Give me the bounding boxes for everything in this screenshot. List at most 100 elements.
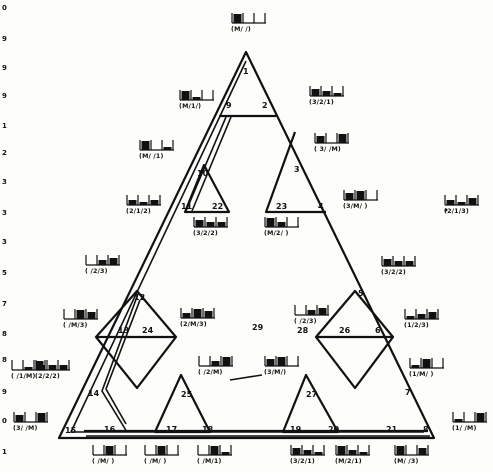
left-tick-label: 8 xyxy=(2,356,7,364)
composition-label: ( /M/ ) xyxy=(144,458,166,465)
glyph-bar xyxy=(217,222,226,227)
composition-label: ( /M/1) xyxy=(197,458,222,465)
composition-label: (M/2/1) xyxy=(335,458,362,465)
composition-label: (3/2/1) xyxy=(290,458,315,465)
composition-label: (3/2/1) xyxy=(309,99,334,106)
composition-label: (2/2/2) xyxy=(35,373,60,380)
glyph-bar xyxy=(193,309,202,318)
glyph-bar xyxy=(24,367,33,370)
region-number: 12 xyxy=(134,293,145,302)
composition-glyph: ( /2/3) xyxy=(85,255,120,275)
glyph-bar xyxy=(192,97,201,100)
glyph-bar xyxy=(211,361,220,366)
composition-label: (M/ /3) xyxy=(394,458,419,465)
glyph-bar xyxy=(98,260,107,265)
glyph-bar xyxy=(338,134,347,143)
region-number: 24 xyxy=(142,326,154,335)
composition-label: (2/1/2) xyxy=(126,208,151,215)
composition-label: ( /M/3) xyxy=(63,322,88,329)
region-number: 7 xyxy=(405,388,411,397)
glyph-bar xyxy=(457,202,466,205)
composition-label: ( /2/M) xyxy=(198,369,223,376)
composition-label: ( /2/3) xyxy=(85,268,108,275)
composition-glyph: (1/2/3) xyxy=(404,309,439,329)
composition-glyph: (1/M/ ) xyxy=(409,358,444,378)
glyph-bar xyxy=(405,261,414,266)
glyph-bar xyxy=(139,202,148,205)
region-number: 23 xyxy=(276,202,287,211)
composition-glyph: ( /M/ ) xyxy=(144,445,179,465)
glyph-bar xyxy=(359,452,368,455)
composition-glyph: (M/2/1) xyxy=(335,445,370,465)
region-number: 25 xyxy=(181,390,193,399)
composition-label: ( 3/ /M) xyxy=(314,146,341,153)
composition-glyph: ( /2/M) xyxy=(198,356,233,376)
left-tick-label: 2 xyxy=(2,149,7,157)
composition-glyph: (3/2/2) xyxy=(381,256,416,276)
composition-label: (M/2/ ) xyxy=(264,230,289,237)
glyph-bar xyxy=(37,413,46,422)
composition-label: (M/ /1) xyxy=(139,153,164,160)
glyph-bar xyxy=(476,413,485,422)
composition-label: (M/ /) xyxy=(231,26,251,33)
margin-dot xyxy=(444,208,448,212)
glyph-bar xyxy=(356,191,365,200)
composition-glyph: (3/M/ ) xyxy=(343,190,378,210)
glyph-bar xyxy=(345,193,354,200)
composition-glyph: (2/M/3) xyxy=(180,308,215,328)
glyph-bar xyxy=(195,220,204,227)
composition-glyph: ( /2/3) xyxy=(294,305,329,325)
composition-label: (2/1/3) xyxy=(444,208,469,215)
composition-glyph: (3/M/) xyxy=(264,356,299,376)
glyph-bar xyxy=(141,141,150,150)
glyph-bar xyxy=(318,308,327,315)
glyph-bar xyxy=(222,357,231,366)
glyph-bar xyxy=(422,359,431,368)
glyph-bar xyxy=(128,200,137,205)
glyph-bar xyxy=(417,314,426,319)
inner-triangle-mid-left xyxy=(183,163,231,214)
glyph-bar xyxy=(204,311,213,318)
outer-triangle xyxy=(57,50,436,440)
region-number: 27 xyxy=(306,390,317,399)
glyph-bar xyxy=(277,357,286,366)
glyph-bar xyxy=(210,446,219,455)
inner-diamond-right xyxy=(314,289,395,390)
composition-glyph: (M/1/) xyxy=(179,90,214,110)
composition-label: (1/ /M) xyxy=(452,425,477,432)
glyph-bar xyxy=(333,93,342,96)
inner-path-b xyxy=(191,116,232,212)
glyph-bar xyxy=(150,200,159,205)
composition-label: (1/M/ ) xyxy=(409,371,434,378)
composition-glyph: (2/1/3) xyxy=(444,195,479,215)
region-number: 9 xyxy=(226,101,232,110)
glyph-bar xyxy=(266,359,275,366)
glyph-bar xyxy=(307,310,316,315)
region-number: 13 xyxy=(118,326,129,335)
glyph-bar xyxy=(157,446,166,455)
glyph-bar xyxy=(454,419,463,422)
composition-glyph: (3/2/1) xyxy=(290,445,325,465)
glyph-bar xyxy=(411,365,420,368)
glyph-bar xyxy=(418,448,427,455)
glyph-bar xyxy=(348,450,357,455)
connector-line xyxy=(229,374,263,381)
region-number: 28 xyxy=(297,326,309,335)
glyph-bar xyxy=(428,312,437,319)
region-number: 16 xyxy=(104,425,116,434)
composition-label: (2/M/3) xyxy=(180,321,207,328)
region-number: 19 xyxy=(290,425,302,434)
glyph-bar xyxy=(277,222,286,227)
inner-path-d xyxy=(105,299,141,425)
composition-glyph: (3/ /M) xyxy=(13,412,48,432)
glyph-bar xyxy=(233,14,242,23)
composition-label: (3/2/2) xyxy=(193,230,218,237)
left-tick-label: 9 xyxy=(2,92,7,100)
region-number: 21 xyxy=(386,425,398,434)
composition-glyph: ( /M/3) xyxy=(63,309,98,329)
composition-label: (3/M/ ) xyxy=(343,203,368,210)
composition-glyph: (M/2/ ) xyxy=(264,217,299,237)
glyph-bar xyxy=(109,258,118,265)
